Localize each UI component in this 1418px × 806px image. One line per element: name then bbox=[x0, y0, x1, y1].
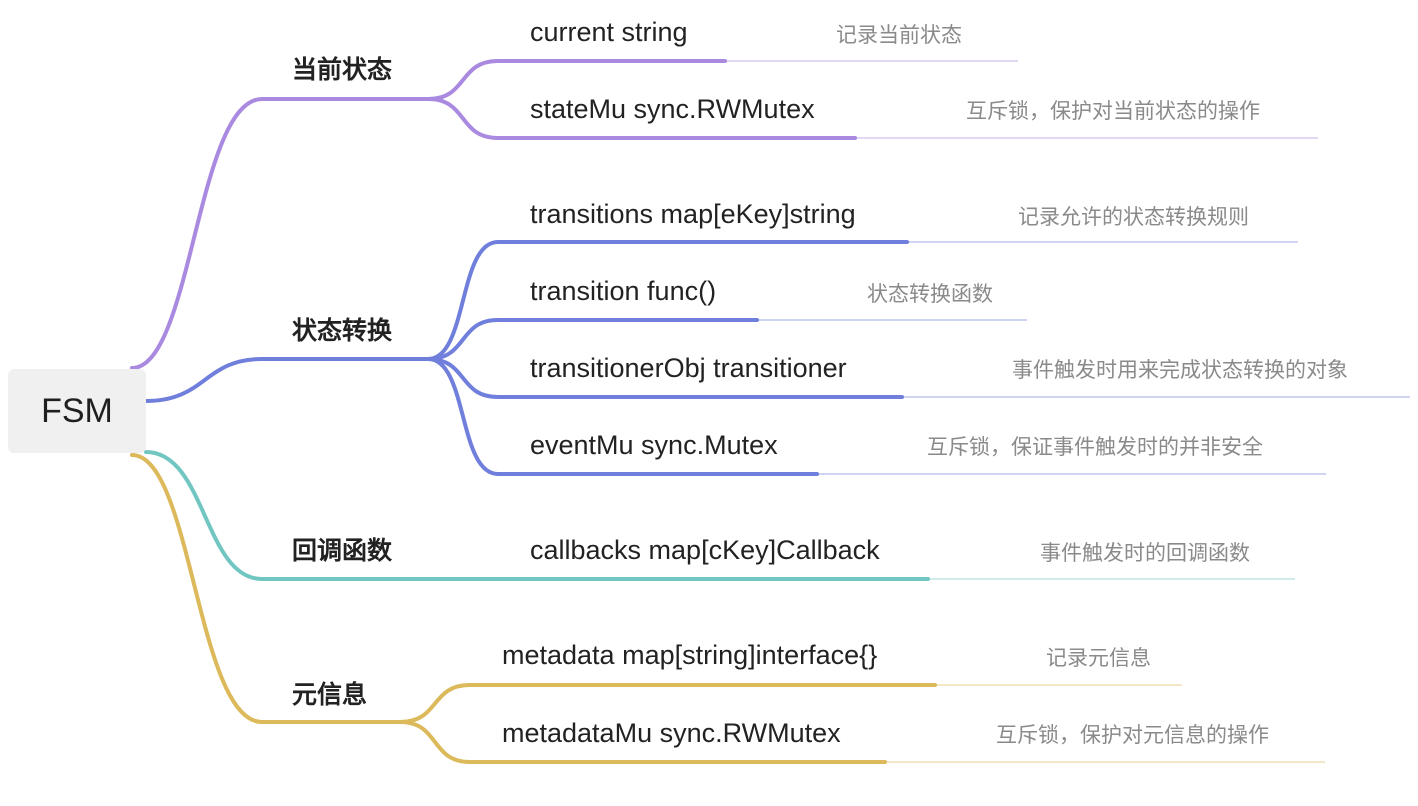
note-transition: 状态转换函数 bbox=[867, 282, 993, 306]
connector-branch-leaf-0-1 bbox=[426, 97, 500, 140]
connector-root-branch-1 bbox=[144, 357, 264, 403]
leaf-label-transitions[interactable]: transitions map[eKey]string bbox=[530, 199, 856, 229]
connector-branch-leaf-0-0 bbox=[426, 59, 500, 101]
root-label: FSM bbox=[41, 391, 113, 430]
leaf-label-eventmu[interactable]: eventMu sync.Mutex bbox=[530, 430, 778, 460]
note-transitionerobj: 事件触发时用来完成状态转换的对象 bbox=[1012, 358, 1348, 382]
leaf-label-current[interactable]: current string bbox=[530, 17, 688, 47]
note-transitions: 记录允许的状态转换规则 bbox=[1018, 205, 1249, 229]
connector-root-branch-2 bbox=[144, 450, 264, 581]
connector-branch-leaf-3-0 bbox=[398, 683, 472, 724]
leaf-label-metadata[interactable]: metadata map[string]interface{} bbox=[502, 640, 878, 670]
branch-label-current-state[interactable]: 当前状态 bbox=[292, 55, 393, 84]
leaf-label-statemu[interactable]: stateMu sync.RWMutex bbox=[530, 94, 815, 124]
connector-branch-leaf-1-0 bbox=[426, 240, 500, 361]
leaf-label-transitionerobj[interactable]: transitionerObj transitioner bbox=[530, 353, 847, 383]
branch-label-state-transition[interactable]: 状态转换 bbox=[292, 316, 393, 345]
connector-root-branch-0 bbox=[130, 97, 264, 370]
leaf-label-callbacks[interactable]: callbacks map[cKey]Callback bbox=[530, 535, 880, 565]
connector-root-branch-3 bbox=[130, 453, 264, 724]
note-callbacks: 事件触发时的回调函数 bbox=[1040, 541, 1250, 565]
note-metadata: 记录元信息 bbox=[1046, 646, 1151, 670]
leaf-label-metadatamu[interactable]: metadataMu sync.RWMutex bbox=[502, 718, 841, 748]
note-metadatamu: 互斥锁，保护对元信息的操作 bbox=[996, 723, 1269, 747]
note-eventmu: 互斥锁，保证事件触发时的并非安全 bbox=[927, 435, 1263, 459]
root-node[interactable]: FSM bbox=[8, 369, 146, 453]
note-current: 记录当前状态 bbox=[836, 23, 962, 47]
leaf-label-transition[interactable]: transition func() bbox=[530, 276, 717, 306]
branch-label-callbacks[interactable]: 回调函数 bbox=[292, 536, 393, 565]
branch-label-metadata[interactable]: 元信息 bbox=[292, 680, 368, 709]
connector-branch-leaf-1-1 bbox=[426, 318, 500, 361]
note-statemu: 互斥锁，保护对当前状态的操作 bbox=[966, 99, 1260, 123]
connector-branch-leaf-1-3 bbox=[426, 357, 500, 476]
connector-branch-leaf-3-1 bbox=[398, 720, 472, 764]
